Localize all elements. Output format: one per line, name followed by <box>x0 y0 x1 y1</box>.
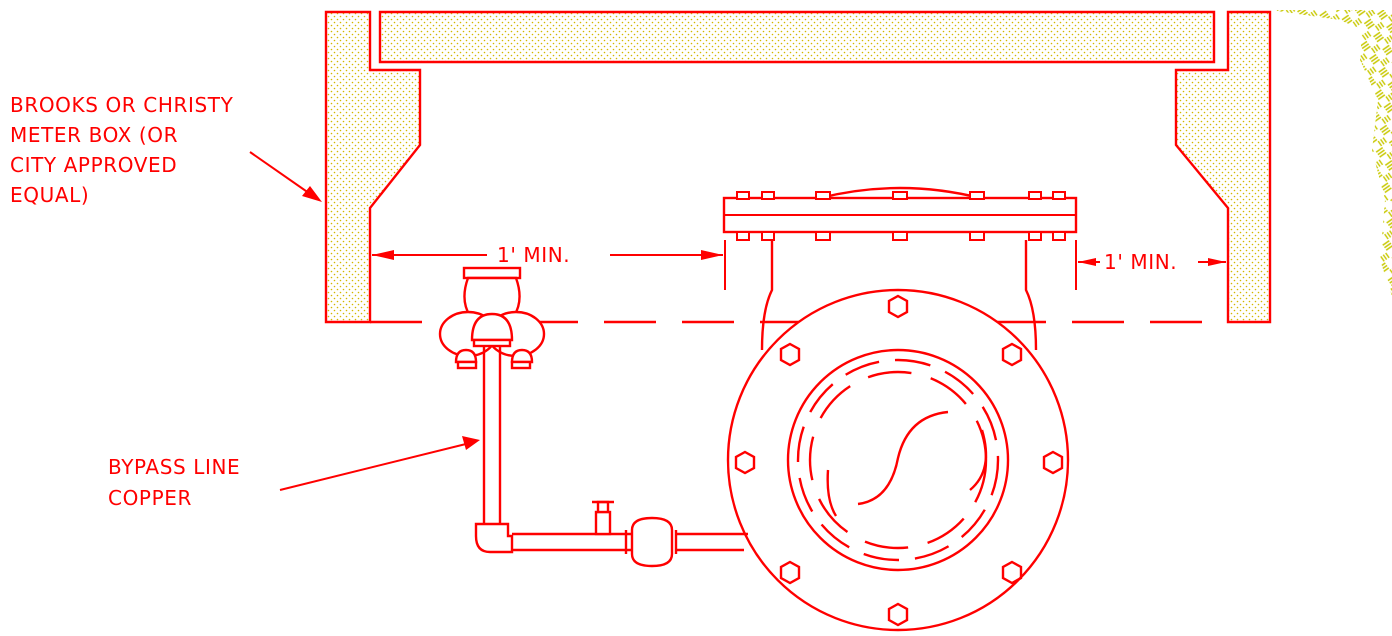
earth-hatch <box>1270 10 1392 296</box>
bypass-callout-line-2: COPPER <box>108 486 192 510</box>
bypass-callout: BYPASS LINE COPPER <box>108 455 240 510</box>
leader-bypass <box>279 436 480 491</box>
bypass-copper-line <box>474 346 748 568</box>
meter-box-callout-line-1: BROOKS OR CHRISTY <box>10 93 234 117</box>
dimension-right-label: 1' MIN. <box>1104 250 1177 274</box>
meter-box-left-wall <box>324 10 422 324</box>
meter-box-callout: BROOKS OR CHRISTY METER BOX (OR CITY APP… <box>10 93 234 207</box>
dimension-right: 1' MIN. <box>1075 240 1226 290</box>
meter-flange-assembly <box>722 186 1078 351</box>
bypass-callout-line-1: BYPASS LINE <box>108 455 240 479</box>
meter-main-flange <box>726 288 1070 632</box>
dimension-left: 1' MIN. <box>372 240 726 290</box>
meter-box-right-wall <box>1174 10 1272 324</box>
meter-box-callout-line-3: CITY APPROVED <box>10 153 177 177</box>
meter-box-callout-line-2: METER BOX (OR <box>10 123 178 147</box>
meter-box-callout-line-4: EQUAL) <box>10 183 89 207</box>
dimension-left-label: 1' MIN. <box>497 243 570 267</box>
bypass-valve <box>438 266 546 370</box>
meter-box-lid <box>378 10 1216 64</box>
leader-meter-box <box>249 151 322 202</box>
